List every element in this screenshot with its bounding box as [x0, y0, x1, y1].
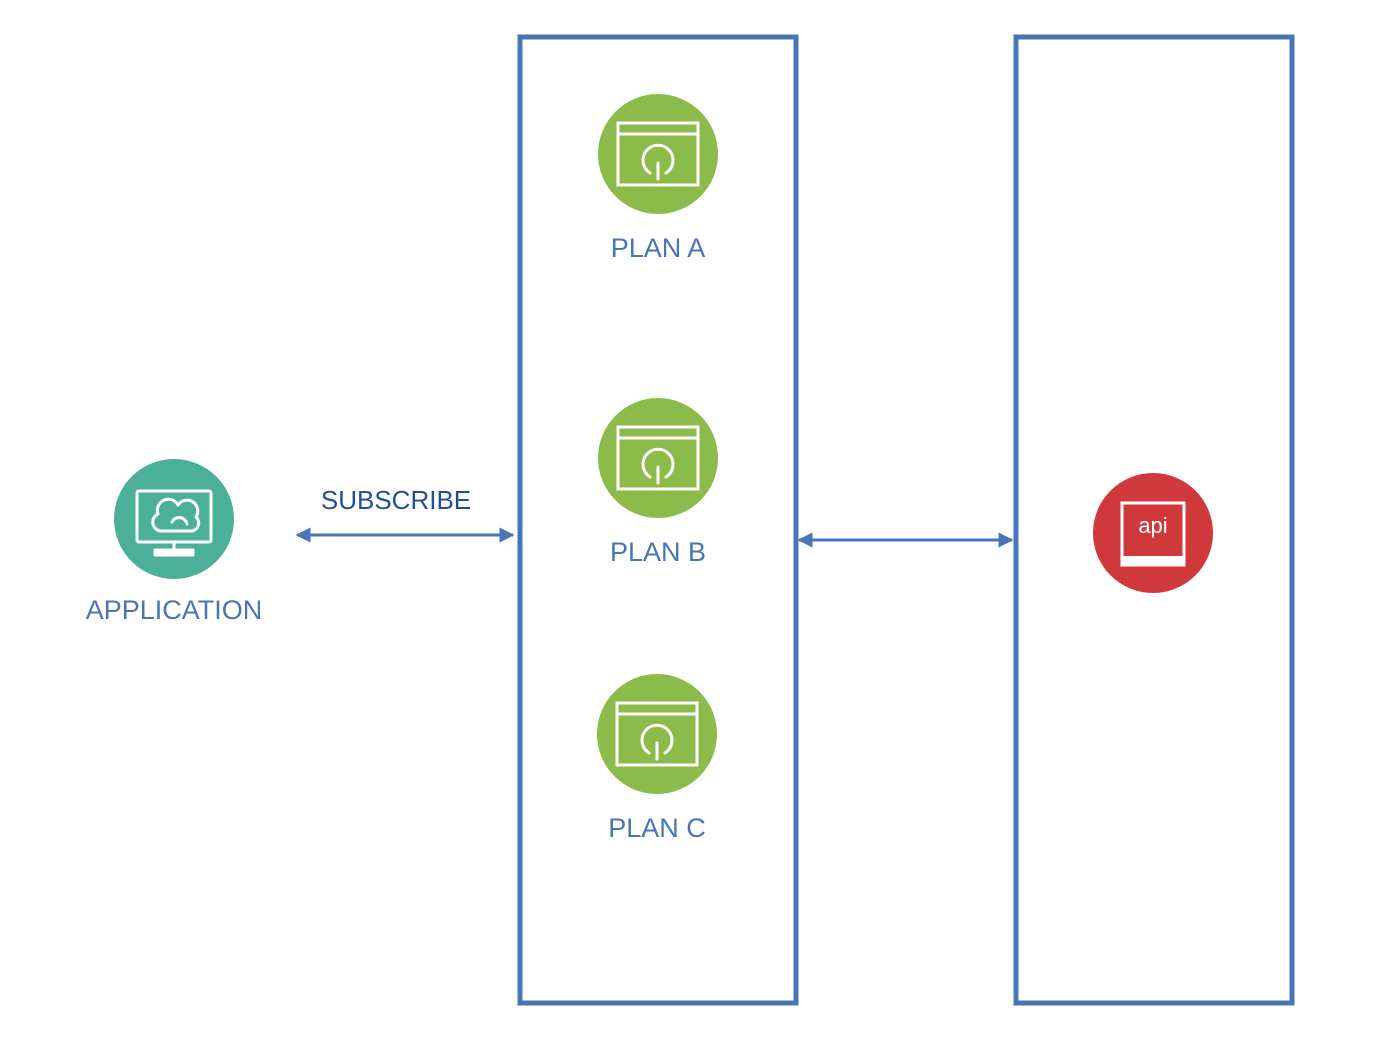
api-node[interactable]: api [1093, 473, 1213, 593]
plan-gauge-icon [616, 425, 700, 491]
plan-gauge-icon [615, 701, 699, 767]
plan-a-node[interactable] [598, 94, 718, 214]
api-icon-text: api [1138, 513, 1167, 538]
api-container [1013, 34, 1295, 1006]
plan-b-label: PLAN B [610, 537, 706, 567]
plans-container [517, 34, 799, 1006]
monitor-cloud-icon [135, 489, 213, 557]
plan-b-node[interactable] [598, 398, 718, 518]
application-node[interactable] [114, 459, 234, 579]
plan-gauge-icon [616, 121, 700, 187]
api-icon: api [1120, 501, 1186, 567]
plan-c-node[interactable] [597, 674, 717, 794]
plan-c-label: PLAN C [608, 813, 706, 843]
application-label: APPLICATION [86, 595, 263, 625]
plan-a-label: PLAN A [611, 233, 706, 263]
subscribe-label: SUBSCRIBE [321, 485, 471, 515]
